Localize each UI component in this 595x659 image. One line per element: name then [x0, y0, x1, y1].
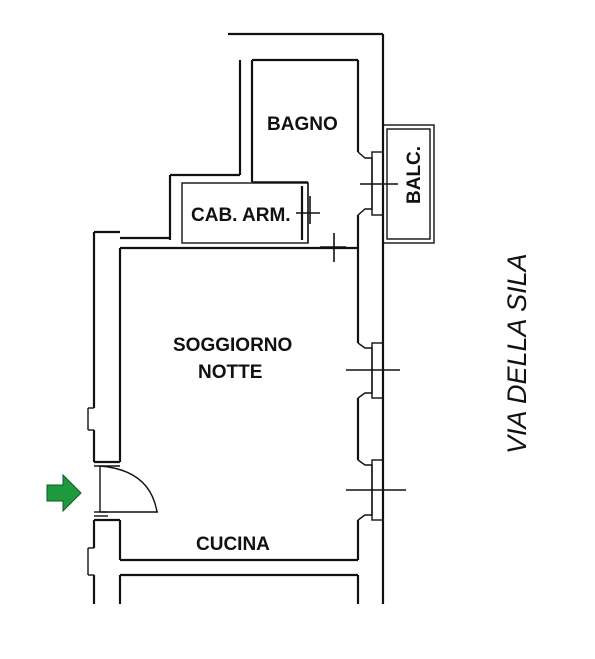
window-soggiorno: [346, 342, 400, 399]
room-label-bagno: BAGNO: [267, 114, 338, 135]
window-notte: [346, 459, 406, 521]
room-label-closet: CAB. ARM.: [191, 205, 291, 226]
room-label-cucina: CUCINA: [196, 534, 270, 555]
room-label-notte: NOTTE: [198, 362, 262, 383]
room-label-balcony: BALC.: [404, 146, 425, 204]
north-living-wall: [120, 233, 358, 262]
bagno-walls: [168, 58, 358, 238]
window-bagno: [357, 151, 398, 216]
street-name: VIA DELLA SILA: [502, 253, 532, 454]
west-exterior-wall: [87, 230, 122, 604]
entrance-arrow-icon: [46, 473, 82, 513]
kitchen-walls: [118, 558, 358, 604]
room-label-soggiorno: SOGGIORNO: [173, 335, 292, 356]
door-swing-icon: [94, 465, 158, 517]
closet-walls: [181, 181, 320, 244]
